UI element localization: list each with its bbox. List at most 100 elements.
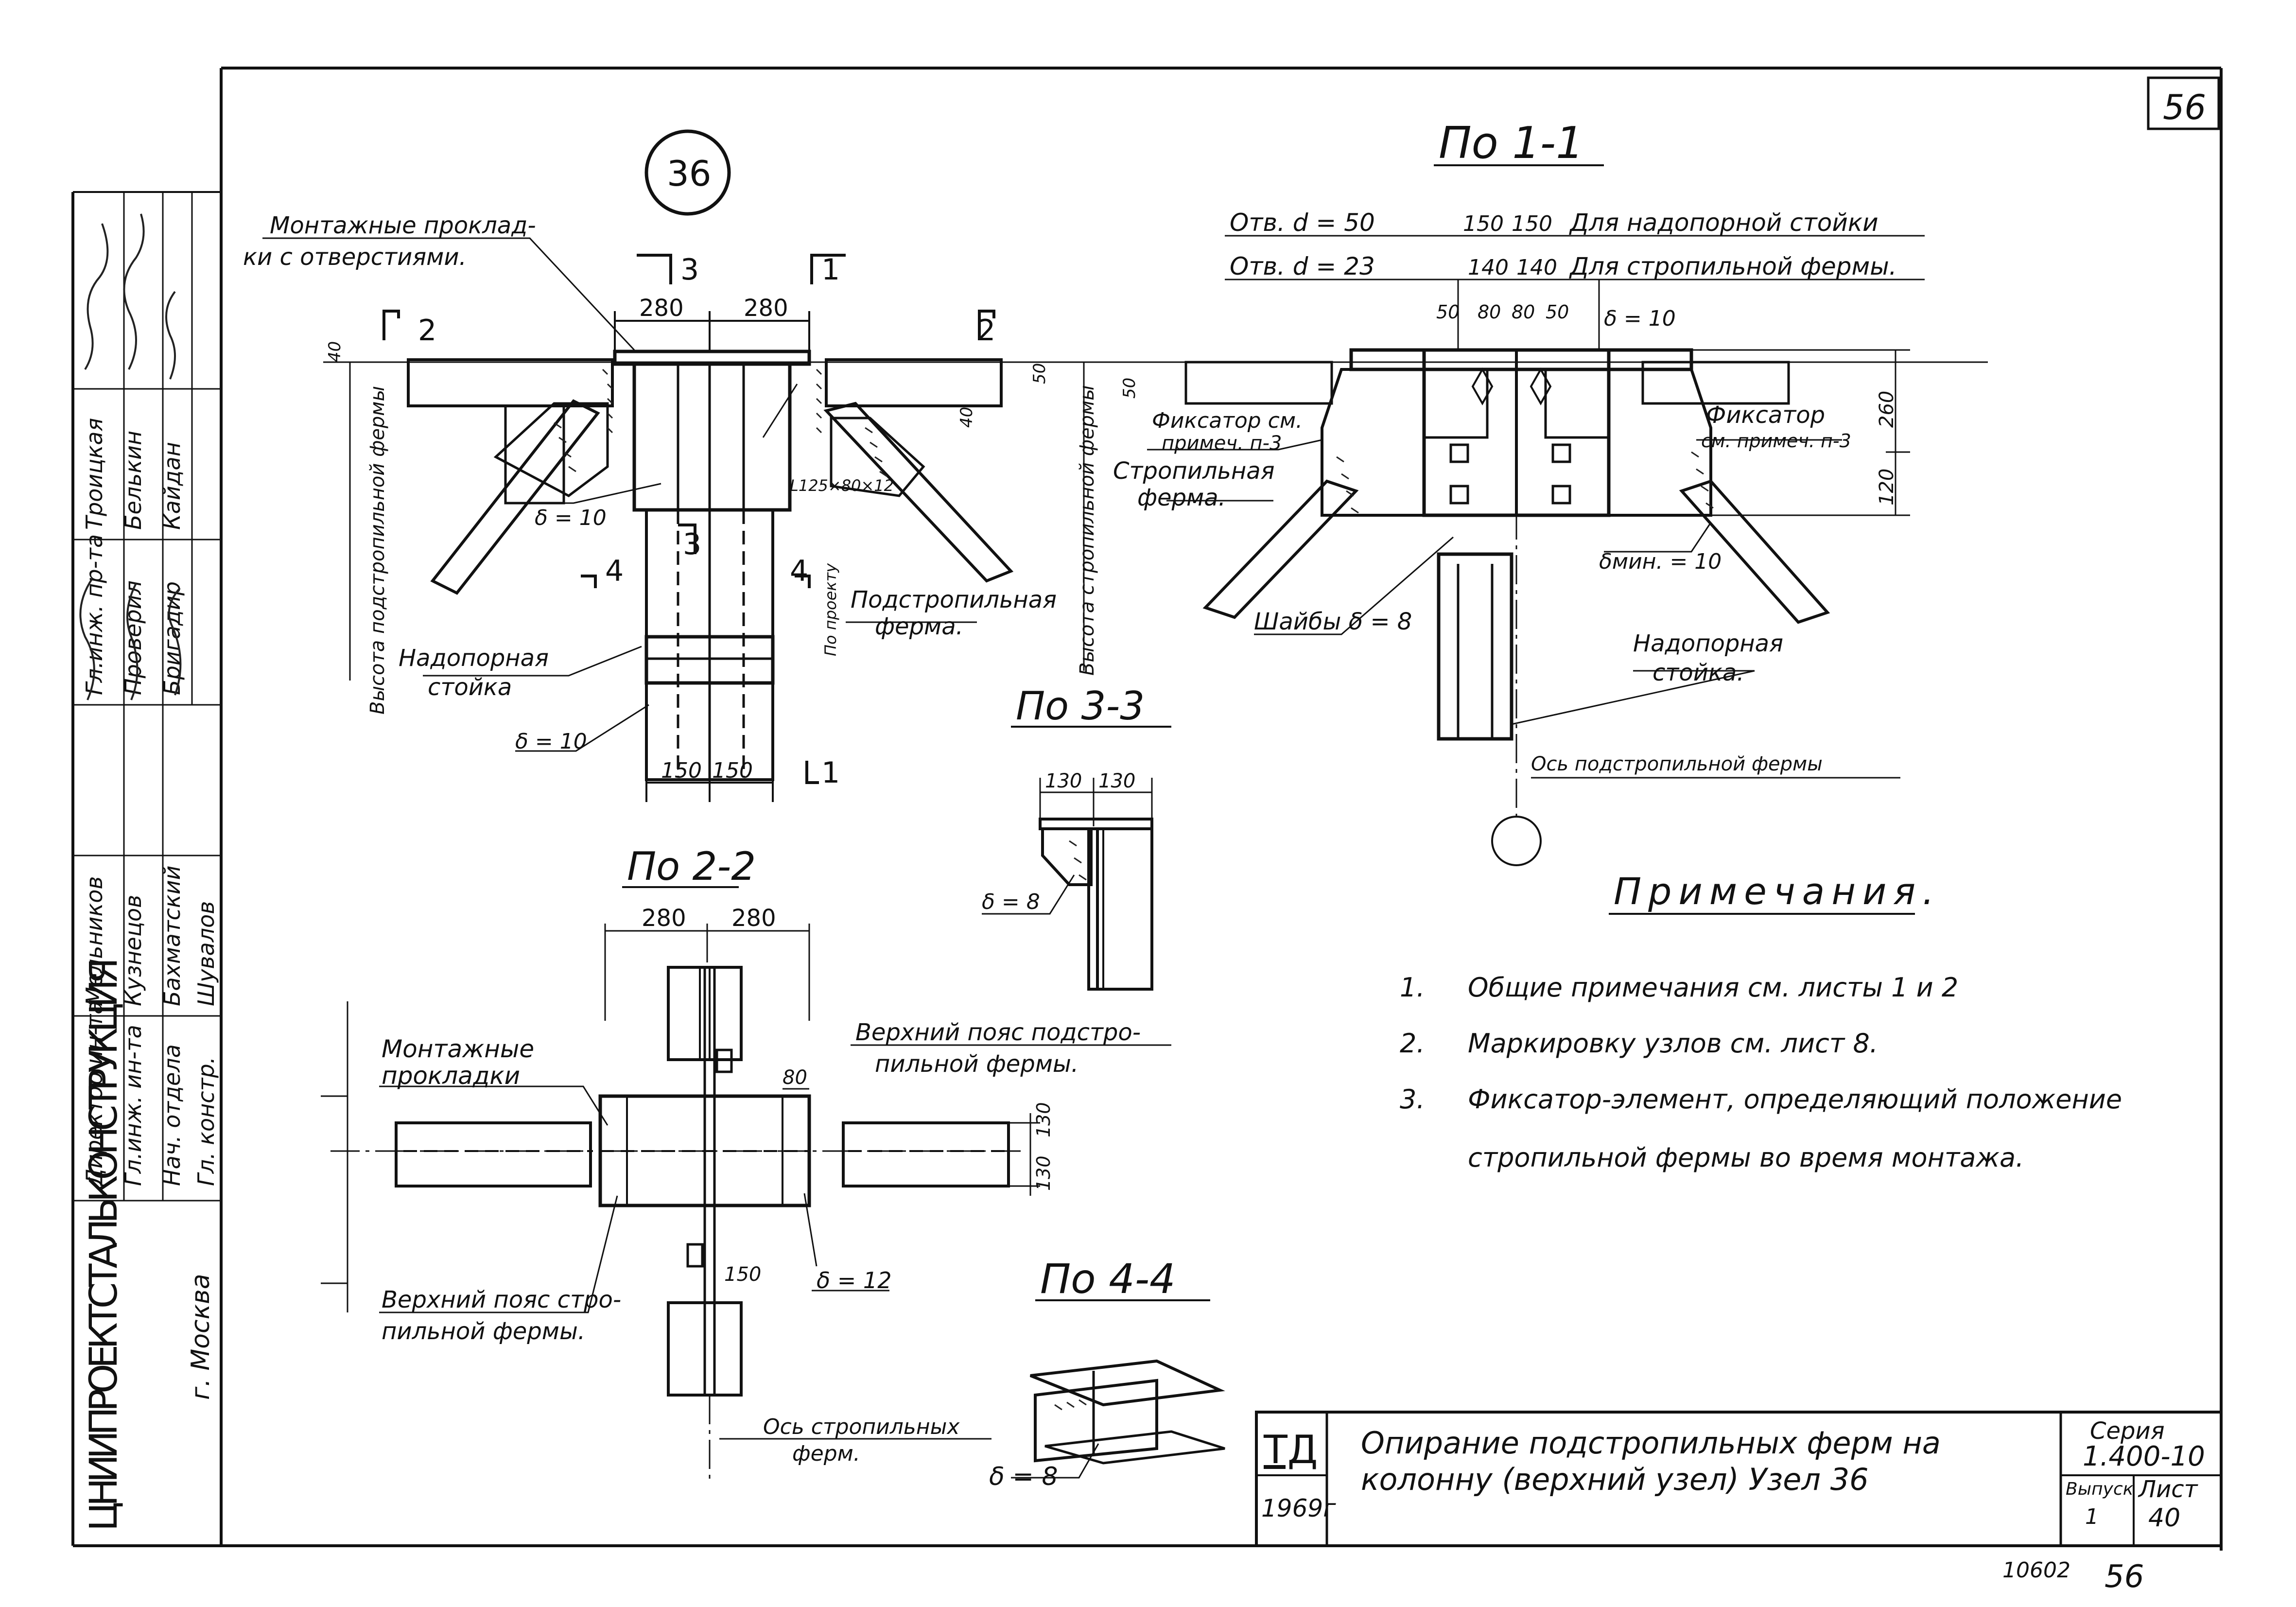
note-2-num: 2. (1400, 1028, 1425, 1059)
sheet-label: Лист (2138, 1476, 2199, 1503)
s22-dim-150: 150 (724, 1263, 761, 1286)
s11-rafter-truss-2: ферма. (1137, 484, 1226, 511)
left-section-mark-3-mid: 3 (683, 527, 701, 561)
title-block-year: 1969г (1261, 1494, 1336, 1522)
left-section-mark-4-right: 4 (790, 554, 808, 588)
note-3-text: Фиксатор-элемент, определяющий положение (1468, 1084, 2122, 1115)
s22-dim-130b: 130 (1033, 1155, 1054, 1191)
stamp-row-6-role: Проверил (120, 580, 146, 695)
s22-top-chord-raft-2: пильной фермы. (382, 1318, 585, 1345)
notes-heading: Примечания. (1614, 870, 1941, 913)
title-section-3-3: По 3-3 (1016, 683, 1145, 729)
left-stamp (73, 192, 221, 1202)
s11-dim-150b: 150 (1512, 211, 1552, 236)
left-section-mark-2-left: 2 (418, 314, 436, 348)
s11-support-post-1: Надопорная (1633, 630, 1783, 657)
left-section-mark-3-top: 3 (680, 253, 699, 287)
note-1-num: 1. (1400, 972, 1425, 1003)
s11-dim-80a: 80 (1478, 301, 1501, 323)
left-section-mark-2-right: 2 (977, 314, 995, 348)
title-section-2-2: По 2-2 (627, 844, 756, 889)
left-dim-280-right: 280 (744, 295, 788, 322)
sheet-value: 40 (2148, 1503, 2180, 1533)
note-2-text: Маркировку узлов см. лист 8. (1468, 1028, 1878, 1059)
section-3-3-drawing (982, 778, 1153, 991)
s22-dim-280-right: 280 (731, 905, 776, 932)
stamp-row-3-name: Бахматский (159, 865, 185, 1006)
left-dim-40: 40 (325, 341, 345, 362)
s44-delta-8: δ = 8 (989, 1462, 1058, 1491)
s11-dim-50b: 50 (1546, 301, 1569, 323)
s22-dim-130a: 130 (1033, 1102, 1054, 1137)
s22-axis-rafters-2: ферм. (792, 1441, 860, 1466)
s11-delta-10: δ = 10 (1604, 306, 1676, 331)
sheet-frame (71, 67, 2223, 1551)
s11-fixator-right-1: Фиксатор (1706, 402, 1825, 429)
series-label: Серия (2090, 1417, 2165, 1445)
s11-rafter-truss-1: Стропильная (1113, 457, 1275, 485)
title-block (1255, 1411, 2223, 1547)
s33-dim-130b: 130 (1098, 770, 1135, 792)
signatures (79, 213, 182, 700)
left-support-post-line1: Надопорная (399, 645, 549, 672)
s11-dim-140a: 140 (1468, 255, 1509, 280)
title-block-line1: Опирание подстропильных ферм на (1361, 1425, 1941, 1461)
s11-dim-80b: 80 (1512, 301, 1535, 323)
s11-fixator-left-1: Фиксатор см. (1152, 408, 1303, 433)
stamp-row-2-name: Кузнецов (120, 895, 146, 1006)
left-dim-280-left: 280 (639, 295, 684, 322)
left-dim-50: 50 (1030, 363, 1049, 384)
s11-dim-150a: 150 (1463, 211, 1504, 236)
stamp-row-1-name: Мельников (81, 876, 107, 1006)
s11-washers: Шайбы δ = 8 (1254, 608, 1412, 635)
s33-delta-8: δ = 8 (982, 890, 1040, 914)
left-support-post-line2: стойка (428, 674, 512, 701)
footer-page: 56 (2105, 1559, 2144, 1595)
stamp-row-4-role: Гл. констр. (193, 1057, 219, 1186)
s11-for-truss: Для стропильной фермы. (1569, 252, 1897, 280)
issue-value: 1 (2085, 1504, 2099, 1529)
title-block-td: ТД (1263, 1427, 1318, 1472)
left-delta-10-a: δ = 10 (535, 506, 607, 530)
stamp-row-3-role: Нач. отдела (159, 1044, 185, 1186)
left-elevation (262, 237, 1988, 802)
s22-axis-rafters-1: Ось стропильных (763, 1415, 960, 1439)
s11-dim-50-side: 50 (1120, 378, 1139, 399)
left-dim-40b: 40 (957, 407, 976, 428)
stamp-row-8-name: Кайдан (159, 442, 185, 530)
sheet-number-top: 56 (2163, 87, 2206, 127)
series-value: 1.400-10 (2083, 1441, 2205, 1472)
s11-fixator-left-2: примеч. п-3 (1162, 432, 1282, 454)
s11-fixator-right-2: см. примеч. п-3 (1701, 430, 1851, 452)
node-badge: 36 (667, 153, 712, 194)
s22-top-chord-raft-1: Верхний пояс стро- (382, 1286, 621, 1313)
left-by-project: По проекту (821, 563, 840, 656)
left-height-sub-truss: Высота подстропильной фермы (366, 386, 389, 715)
left-dim-150-right: 150 (712, 758, 753, 783)
s22-top-chord-sub-1: Верхний пояс подстро- (855, 1019, 1141, 1046)
stamp-row-2-role: Гл.инж. ин-та (120, 1025, 146, 1186)
s11-hole-50: Отв. d = 50 (1230, 209, 1375, 237)
section-1-1-drawing (1147, 235, 1925, 866)
s11-axis-sub-truss: Ось подстропильной фермы (1531, 753, 1823, 775)
s11-delta-min-10: δмин. = 10 (1599, 549, 1722, 574)
left-angle-profile: L125×80×12 (790, 476, 894, 495)
left-dim-150-left: 150 (661, 758, 702, 783)
title-section-4-4: По 4-4 (1040, 1255, 1175, 1303)
s22-dim-80: 80 (783, 1066, 807, 1089)
note-4-text: стропильной фермы во время монтажа. (1468, 1142, 2024, 1173)
left-section-mark-1-top: 1 (821, 253, 840, 287)
title-section-1-1: По 1-1 (1439, 118, 1583, 169)
stamp-row-1-role: Директор ин-та (81, 1001, 107, 1187)
left-delta-10-b: δ = 10 (515, 729, 587, 754)
left-mounting-pads-line1: Монтажные проклад- (270, 212, 536, 239)
s22-delta-12: δ = 12 (817, 1267, 891, 1293)
section-4-4-drawing (1011, 1359, 1225, 1479)
stamp-org-line1: ЦНИИПРОЕКТСТАЛЬКОНСТРУКЦИЯ (82, 958, 126, 1531)
s22-mounting-pads-2: прокладки (382, 1062, 520, 1090)
stamp-row-4-name: Шувалов (193, 901, 219, 1006)
section-2-2-drawing (321, 924, 1171, 1483)
footer-inventory: 10602 (2002, 1558, 2070, 1583)
s11-hole-23: Отв. d = 23 (1230, 252, 1375, 280)
